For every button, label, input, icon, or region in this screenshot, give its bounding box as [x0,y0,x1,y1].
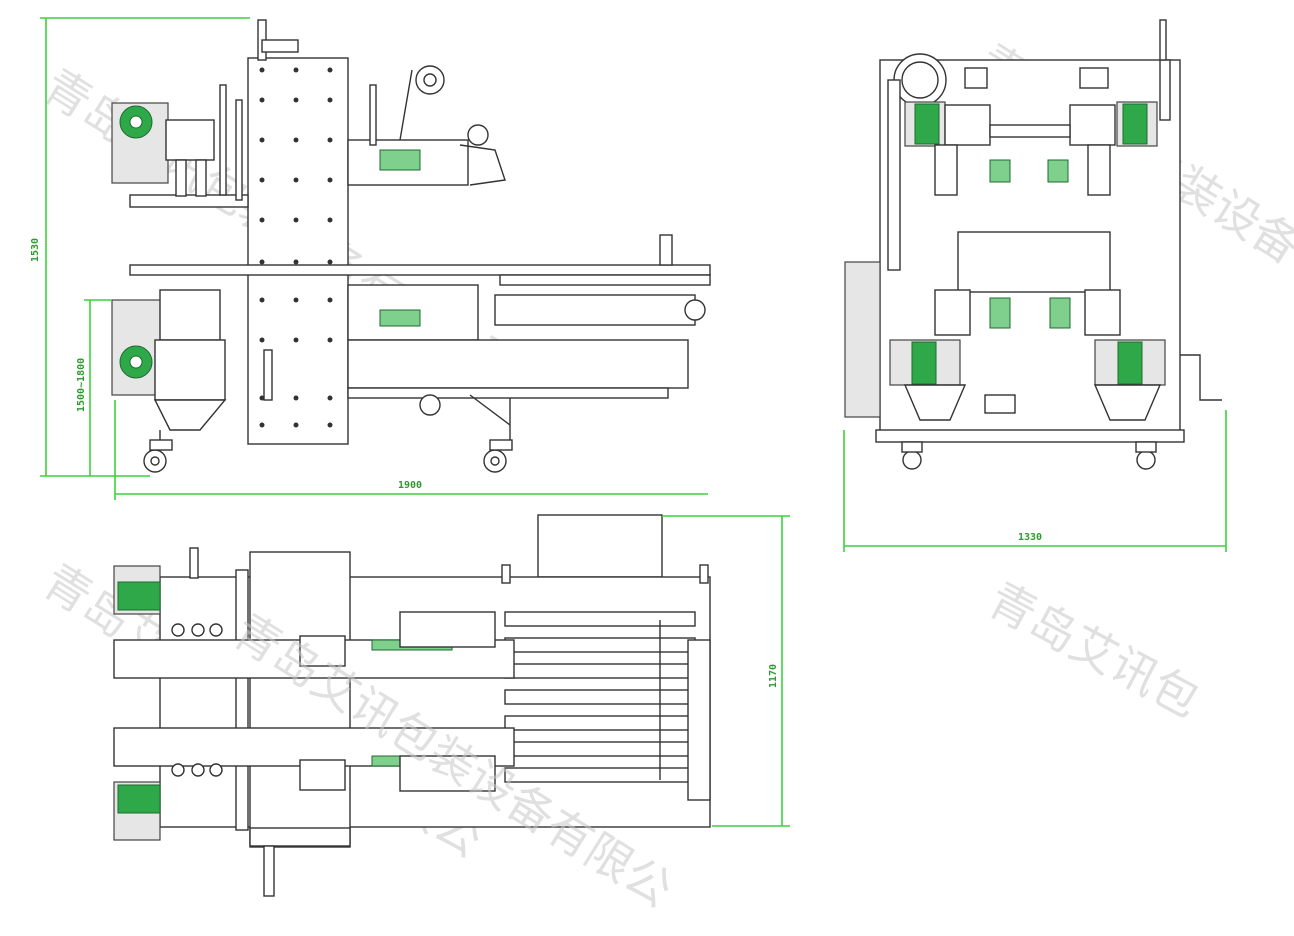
dim-end-width: 1330 [1018,532,1042,543]
top-view [113,514,711,897]
end-view [844,19,1222,470]
dim-side-adjust: 1500~1800 [76,358,87,412]
side-view-dimensions: 1530 1500~1800 1900 [30,17,708,500]
dim-top-width: 1170 [768,664,779,688]
side-view [111,19,711,473]
dim-side-height: 1530 [30,238,41,262]
top-view-dimensions: 1170 [662,515,790,827]
watermark-text-d: 青岛艾讯包 [980,572,1208,728]
end-view-dimensions: 1330 [843,410,1227,552]
dim-side-length: 1900 [398,480,422,491]
